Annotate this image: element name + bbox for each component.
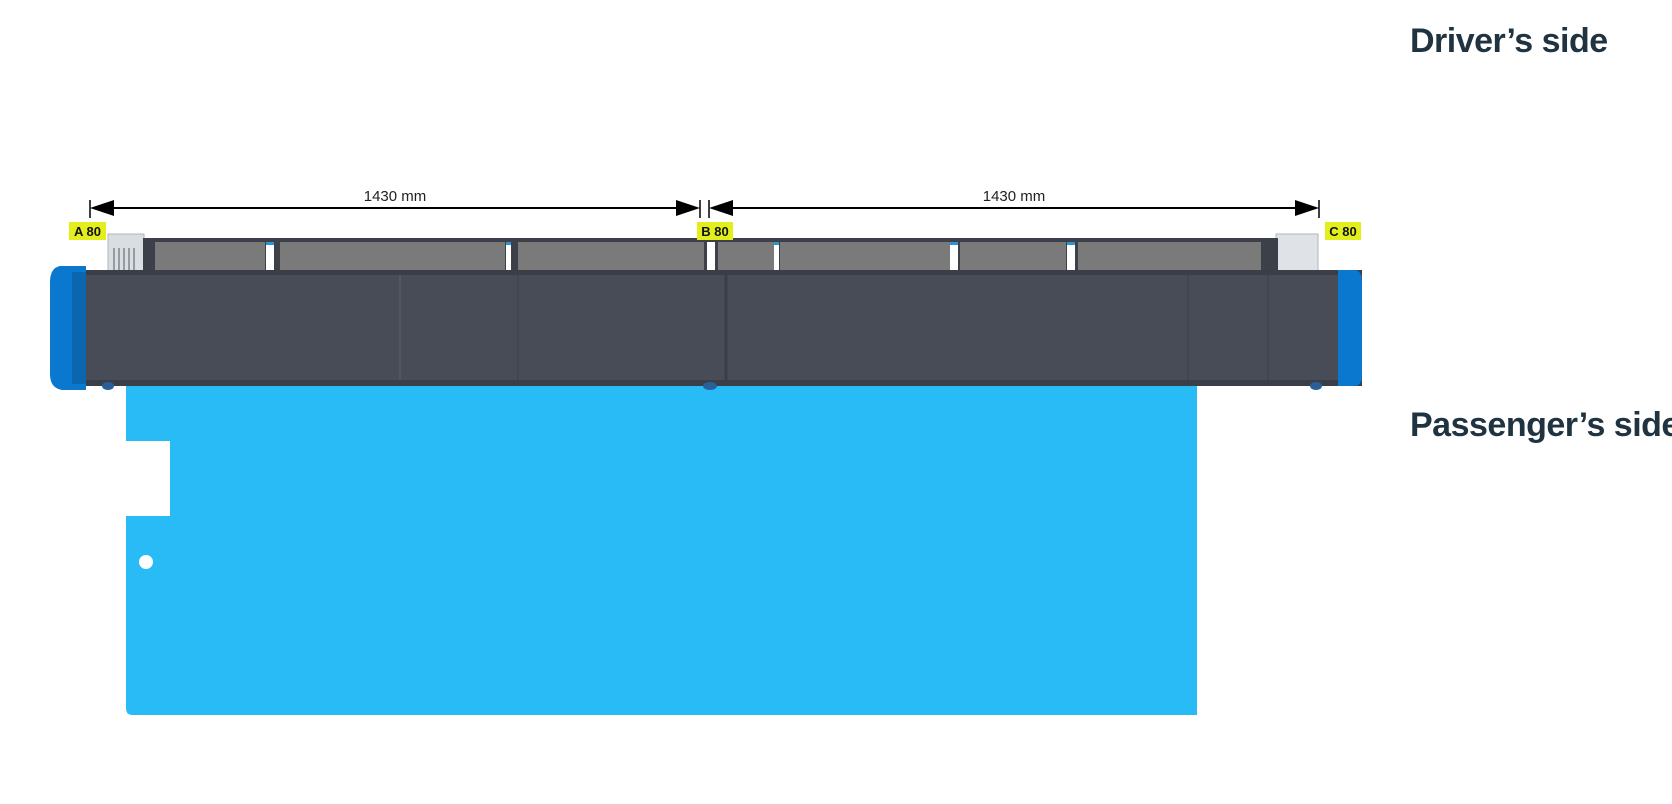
right-end-cap: [1338, 270, 1362, 386]
svg-text:A 80: A 80: [74, 224, 101, 239]
marker-a: A 80: [69, 222, 106, 240]
rack-panel: [960, 242, 1066, 272]
vehicle-roof-shape: [126, 382, 1197, 715]
cross-slat: [950, 242, 958, 274]
rack-panel: [1078, 242, 1261, 272]
dimension-line-1: 1430 mm: [89, 188, 701, 218]
rack-panel: [155, 242, 265, 272]
dimension-line-2: 1430 mm: [708, 188, 1320, 218]
dimension-label-1: 1430 mm: [364, 188, 427, 205]
rack-body: [72, 270, 1362, 386]
svg-text:C 80: C 80: [1329, 224, 1356, 239]
rack-panel: [280, 242, 505, 272]
dimension-label-2: 1430 mm: [983, 188, 1046, 205]
cross-slat: [1067, 242, 1075, 274]
cross-slat: [506, 242, 511, 274]
cross-slat: [707, 242, 715, 274]
rack-panel: [718, 242, 774, 272]
marker-c: C 80: [1325, 222, 1361, 240]
rack-panel: [518, 242, 704, 272]
svg-text:B 80: B 80: [701, 224, 728, 239]
right-bracket: [1275, 233, 1319, 275]
vehicle-roof-hole: [139, 555, 153, 569]
marker-b: B 80: [697, 222, 733, 240]
cross-slat: [774, 242, 779, 274]
driver-side-label: Driver’s side: [1410, 22, 1608, 60]
passenger-side-label: Passenger’s side: [1410, 406, 1672, 444]
cross-slat: [266, 242, 274, 274]
rack-panel: [780, 242, 950, 272]
